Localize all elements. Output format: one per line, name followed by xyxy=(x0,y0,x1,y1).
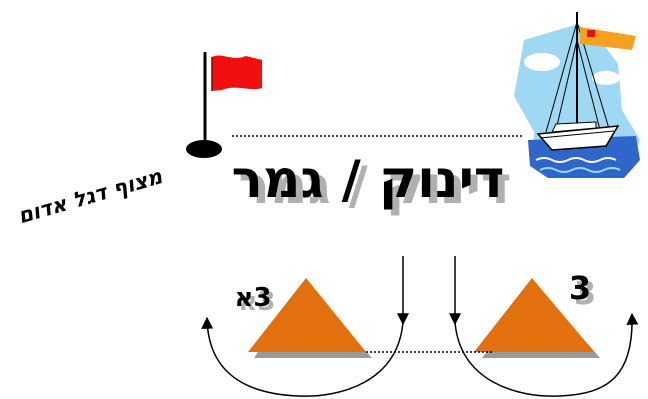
buoy-left-label-shadow: 3א xyxy=(238,287,275,317)
buoy-right-label-shadow: 3 xyxy=(574,274,596,312)
buoy-right: 3 3 xyxy=(474,269,600,358)
rounding-arc-left xyxy=(201,316,404,397)
buoy-left-label: 3א xyxy=(234,283,271,313)
title: דינוק / גמר דינוק / גמר xyxy=(232,150,512,216)
buoy-right-label: 3 xyxy=(569,269,591,307)
buoy-left-triangle xyxy=(248,278,366,352)
flag-caption: מצוף דגל אדום xyxy=(15,164,165,228)
buoy-right-triangle xyxy=(474,278,594,352)
flag-caption-text: מצוף דגל אדום xyxy=(15,164,165,228)
red-flag-buoy-icon xyxy=(186,52,262,158)
sailboat-icon xyxy=(514,12,640,178)
buoy-left: 3א 3א xyxy=(234,278,372,358)
rounding-arc-right xyxy=(454,312,639,397)
title-shadow: דינוק / גמר xyxy=(239,156,512,216)
title-text: דינוק / גמר xyxy=(232,150,505,210)
